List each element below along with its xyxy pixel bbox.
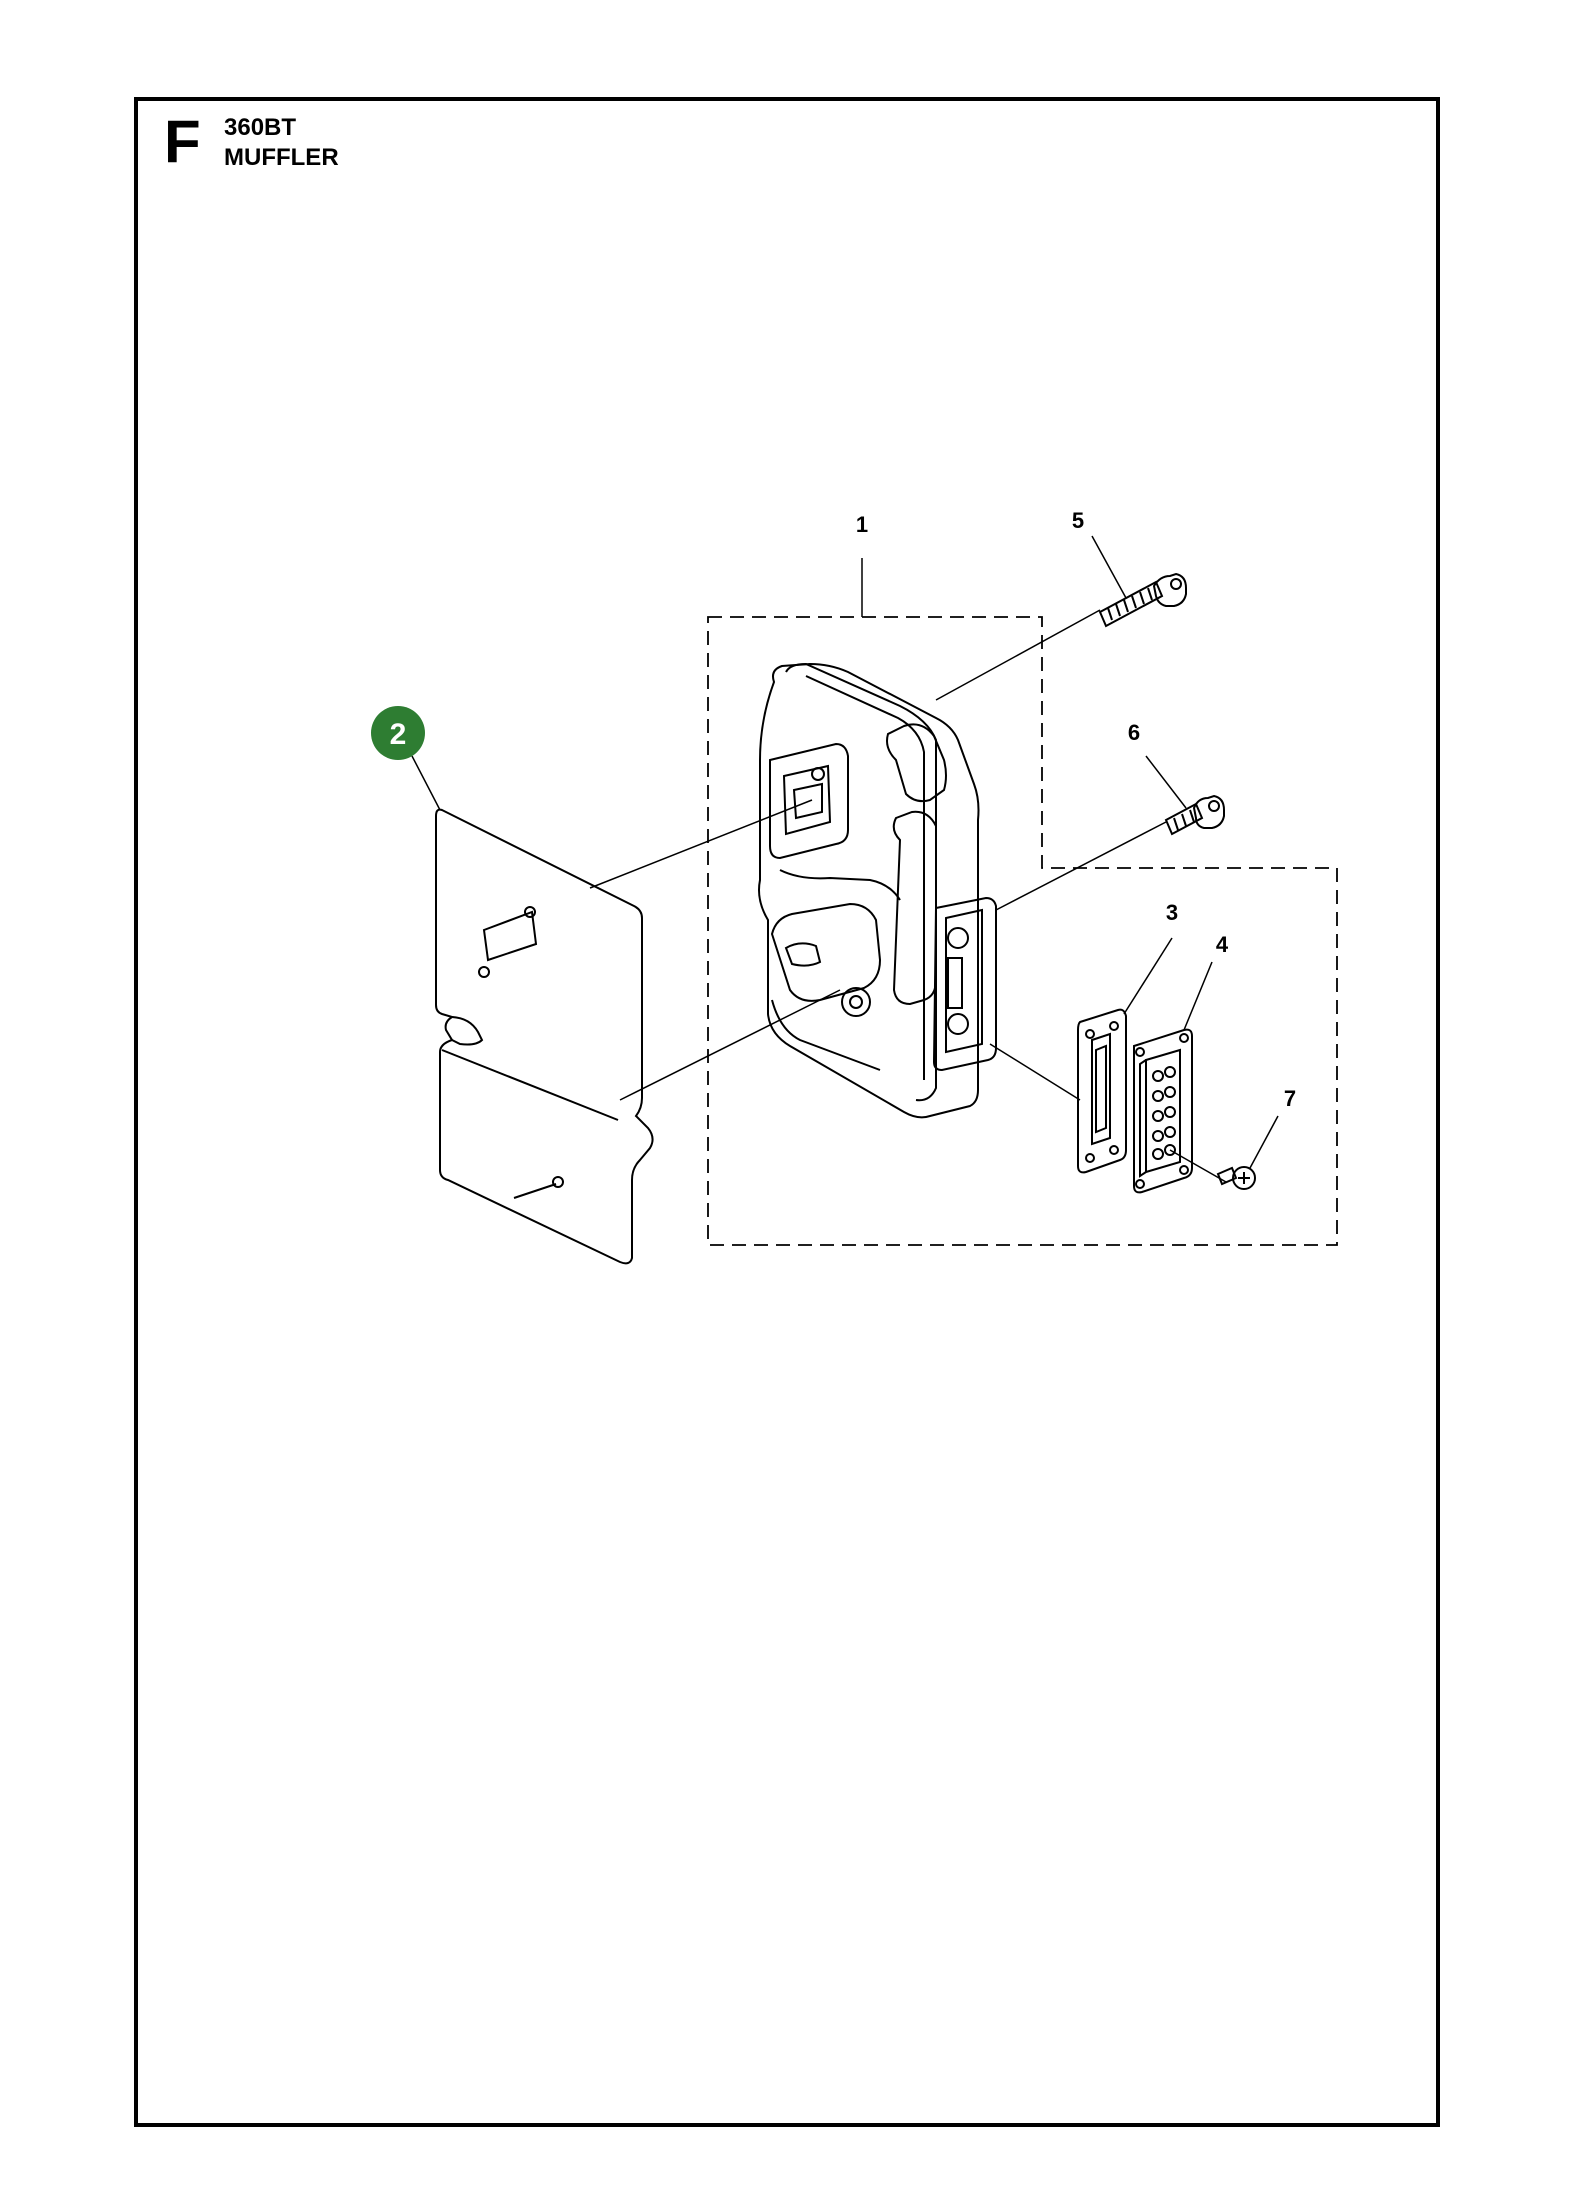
callout-2: 2 <box>390 718 407 751</box>
bolt-part-5 <box>1098 572 1187 628</box>
assembly-line <box>935 609 1101 701</box>
heat-shield-part-2 <box>435 808 654 1265</box>
callout-2-badge <box>371 706 425 760</box>
leader-7 <box>1249 1115 1279 1169</box>
gasket-part-3 <box>1077 1008 1127 1174</box>
assembly-line <box>989 1043 1081 1101</box>
callout-4: 4 <box>1216 932 1229 957</box>
screen-part-4 <box>1133 1028 1193 1194</box>
outlet-flange <box>932 896 997 1072</box>
assembly-line <box>619 989 841 1101</box>
bolt-part-6 <box>1164 794 1225 836</box>
leader-5 <box>1091 535 1127 599</box>
assembly-line <box>995 821 1167 911</box>
callout-3: 3 <box>1166 900 1178 925</box>
leader-2 <box>411 755 441 811</box>
diagram-title: MUFFLER <box>224 144 339 171</box>
leader-3 <box>1123 937 1173 1015</box>
page-frame <box>134 97 1440 2127</box>
assembly-boundary <box>707 616 1338 1246</box>
callout-5: 5 <box>1072 508 1084 533</box>
callout-7: 7 <box>1284 1086 1296 1111</box>
muffler-body-part-1 <box>758 662 980 1119</box>
leader-6 <box>1145 755 1187 809</box>
callout-6: 6 <box>1128 720 1140 745</box>
screw-part-7 <box>1216 1166 1256 1190</box>
section-letter: F <box>164 108 201 175</box>
assembly-line <box>1169 1149 1227 1183</box>
callout-1: 1 <box>856 512 868 537</box>
model-number: 360BT <box>224 114 297 141</box>
leader-4 <box>1183 961 1213 1031</box>
assembly-line <box>589 799 813 889</box>
